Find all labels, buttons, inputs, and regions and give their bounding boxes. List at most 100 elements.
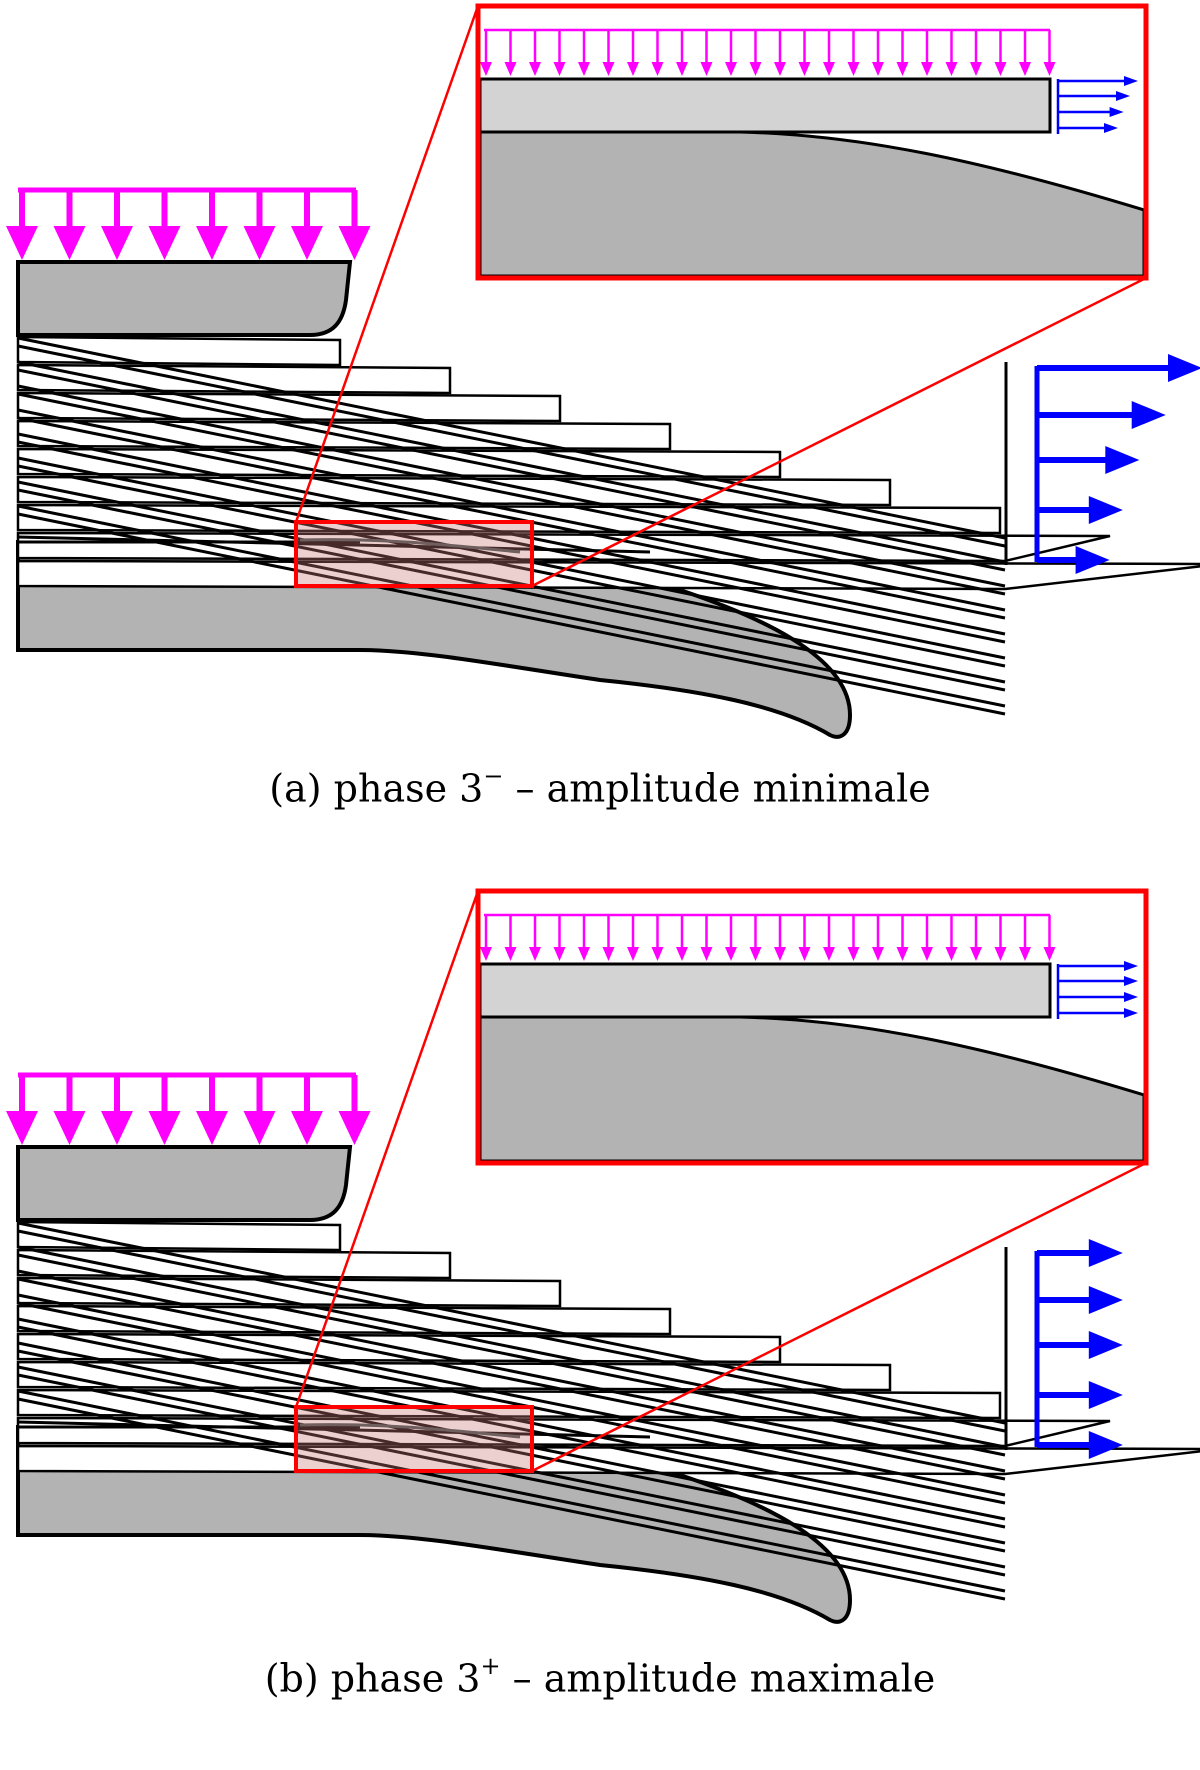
diagram-a bbox=[6, 3, 1200, 739]
inset-sheet-a bbox=[478, 77, 1052, 134]
inset-pressure-arrow-b-9-head bbox=[700, 947, 713, 961]
sheet-strip-a-1 bbox=[16, 363, 452, 395]
lamella-line-b-6 bbox=[17, 1365, 1006, 1569]
lamella-line-a-1 bbox=[17, 360, 1006, 564]
lamella-line-b-2 bbox=[17, 1269, 1006, 1473]
inset-pressure-arrow-b-11-head bbox=[749, 947, 762, 961]
inset-pressure-arrow-a-9-head bbox=[700, 62, 713, 76]
lamella-line-b-b-0 bbox=[17, 1229, 1006, 1433]
inset-pressure-arrow-a-8-head bbox=[676, 62, 688, 76]
pressure-arrow-b-4-head bbox=[196, 1111, 228, 1145]
lamella-line-b-3 bbox=[17, 1293, 1006, 1497]
inset-pressure-arrow-a-23-head bbox=[1043, 62, 1056, 76]
lamella-line-b-4 bbox=[17, 1317, 1006, 1521]
inset-pressure-arrow-b-14-head bbox=[823, 947, 835, 961]
inset-pressure-arrow-a-6-head bbox=[627, 62, 639, 76]
lamella-line-b-1 bbox=[17, 1245, 1006, 1449]
lamella-line-b-b-1 bbox=[17, 1253, 1006, 1457]
pressure-arrow-a-1-head bbox=[53, 226, 86, 260]
lamella-line-b-7 bbox=[17, 1389, 1006, 1593]
inset-pressure-arrow-a-4-head bbox=[578, 62, 590, 76]
pressure-arrow-b-6-head bbox=[291, 1111, 323, 1145]
lamella-line-b-0 bbox=[17, 1221, 1006, 1425]
inset-pressure-arrow-a-17-head bbox=[896, 62, 909, 76]
lamella-line-b-a-6 bbox=[17, 488, 1006, 692]
lamella-line-b-b-3 bbox=[17, 1301, 1006, 1505]
inset-pressure-arrow-b-17-head bbox=[896, 947, 909, 961]
stack-bottom-line-a bbox=[17, 535, 651, 554]
caption-a-sup: − bbox=[483, 762, 504, 790]
caption-b-prefix: (b) phase 3 bbox=[264, 1656, 481, 1701]
inset-pressure-arrow-b-1-head bbox=[504, 947, 517, 961]
traction-arrow-a-0-head bbox=[1168, 354, 1200, 382]
traction-arrows-a bbox=[1034, 354, 1200, 574]
caption-b-sup: + bbox=[480, 1652, 501, 1680]
inset-pressure-arrow-b-7-head bbox=[651, 947, 664, 961]
connector-left-a bbox=[294, 5, 480, 523]
caption-b: (b) phase 3+ – amplitude maximale bbox=[0, 1654, 1200, 1701]
traction-arrow-b-0-head bbox=[1088, 1239, 1123, 1267]
traction-arrow-a-4-head bbox=[1075, 546, 1110, 574]
pressure-arrow-a-5-head bbox=[243, 226, 276, 260]
zoom-area-a bbox=[294, 520, 534, 588]
lamella-line-b-b-2 bbox=[17, 1277, 1006, 1481]
inset-pressure-arrow-b-20-head bbox=[970, 947, 982, 961]
traction-arrow-b-3-head bbox=[1088, 1381, 1123, 1409]
inset-a bbox=[475, 3, 1149, 281]
inset-pressure-arrow-a-20-head bbox=[970, 62, 982, 76]
inset-pressure-arrow-a-3-head bbox=[553, 62, 566, 76]
pressure-arrow-a-7-head bbox=[338, 226, 371, 260]
inset-pressure-arrow-a-11-head bbox=[749, 62, 762, 76]
inset-pressure-arrow-a-18-head bbox=[921, 62, 933, 76]
inset-pressure-arrow-a-15-head bbox=[847, 62, 860, 76]
inset-pressure-arrow-b-18-head bbox=[921, 947, 933, 961]
inset-pressure-arrow-a-13-head bbox=[798, 62, 811, 76]
inset-pressure-arrow-a-10-head bbox=[725, 62, 737, 76]
lamella-line-b-a-7 bbox=[17, 512, 1006, 716]
inset-pressure-arrow-a-5-head bbox=[602, 62, 615, 76]
pressure-arrow-a-2-head bbox=[101, 226, 133, 260]
top-punch-b bbox=[16, 1145, 353, 1222]
pressure-arrow-b-0-head bbox=[6, 1111, 38, 1145]
pressure-arrows-a bbox=[6, 187, 371, 260]
lamella-line-b-a-2 bbox=[17, 392, 1006, 596]
lamella-line-b-a-1 bbox=[17, 368, 1006, 572]
traction-arrows-b bbox=[1034, 1239, 1123, 1459]
inset-pressure-arrow-a-2-head bbox=[529, 62, 541, 76]
zoom-contact-a bbox=[299, 538, 521, 554]
pressure-arrow-a-4-head bbox=[196, 226, 228, 260]
lamella-line-b-b-5 bbox=[17, 1349, 1006, 1553]
lamella-line-b-a-5 bbox=[17, 464, 1006, 668]
inset-pressure-arrow-a-7-head bbox=[651, 62, 664, 76]
inset-pressure-arrow-b-23-head bbox=[1043, 947, 1056, 961]
traction-arrow-a-3-head bbox=[1088, 496, 1123, 524]
sheet-strip-a-0 bbox=[16, 335, 342, 367]
inset-pressure-arrow-b-16-head bbox=[872, 947, 884, 961]
lamella-line-a-3 bbox=[17, 408, 1006, 612]
pressure-arrow-b-5-head bbox=[243, 1111, 276, 1145]
lamella-line-b-b-6 bbox=[17, 1373, 1006, 1577]
inset-pressure-arrow-a-1-head bbox=[504, 62, 517, 76]
lamella-line-b-b-7 bbox=[17, 1397, 1006, 1601]
inset-pressure-arrow-b-0-head bbox=[480, 947, 492, 961]
inset-traction-arrow-b-2-head bbox=[1124, 992, 1138, 1002]
pressure-arrows-b bbox=[6, 1072, 371, 1145]
zoom-contact-b bbox=[299, 1423, 521, 1439]
pressure-arrow-a-0-head bbox=[6, 226, 38, 260]
lamella-line-b-b-4 bbox=[17, 1325, 1006, 1529]
inset-pressure-arrow-b-15-head bbox=[847, 947, 860, 961]
inset-pressure-arrow-a-12-head bbox=[774, 62, 786, 76]
inset-pressure-arrow-b-19-head bbox=[945, 947, 958, 961]
pressure-arrow-b-3-head bbox=[148, 1111, 181, 1145]
inset-traction-arrow-b-3-head bbox=[1124, 1008, 1138, 1018]
top-punch-a bbox=[16, 260, 353, 337]
inset-traction-arrow-a-1-head bbox=[1116, 91, 1130, 101]
lamella-line-b-a-0 bbox=[17, 344, 1006, 548]
inset-b bbox=[475, 888, 1149, 1166]
inset-pressure-arrow-b-3-head bbox=[553, 947, 566, 961]
lamella-line-b-a-4 bbox=[17, 440, 1006, 644]
pressure-arrow-a-3-head bbox=[148, 226, 181, 260]
inset-pressure-arrow-a-14-head bbox=[823, 62, 835, 76]
lamella-line-a-6 bbox=[17, 480, 1006, 684]
inset-pressure-arrow-b-8-head bbox=[676, 947, 688, 961]
